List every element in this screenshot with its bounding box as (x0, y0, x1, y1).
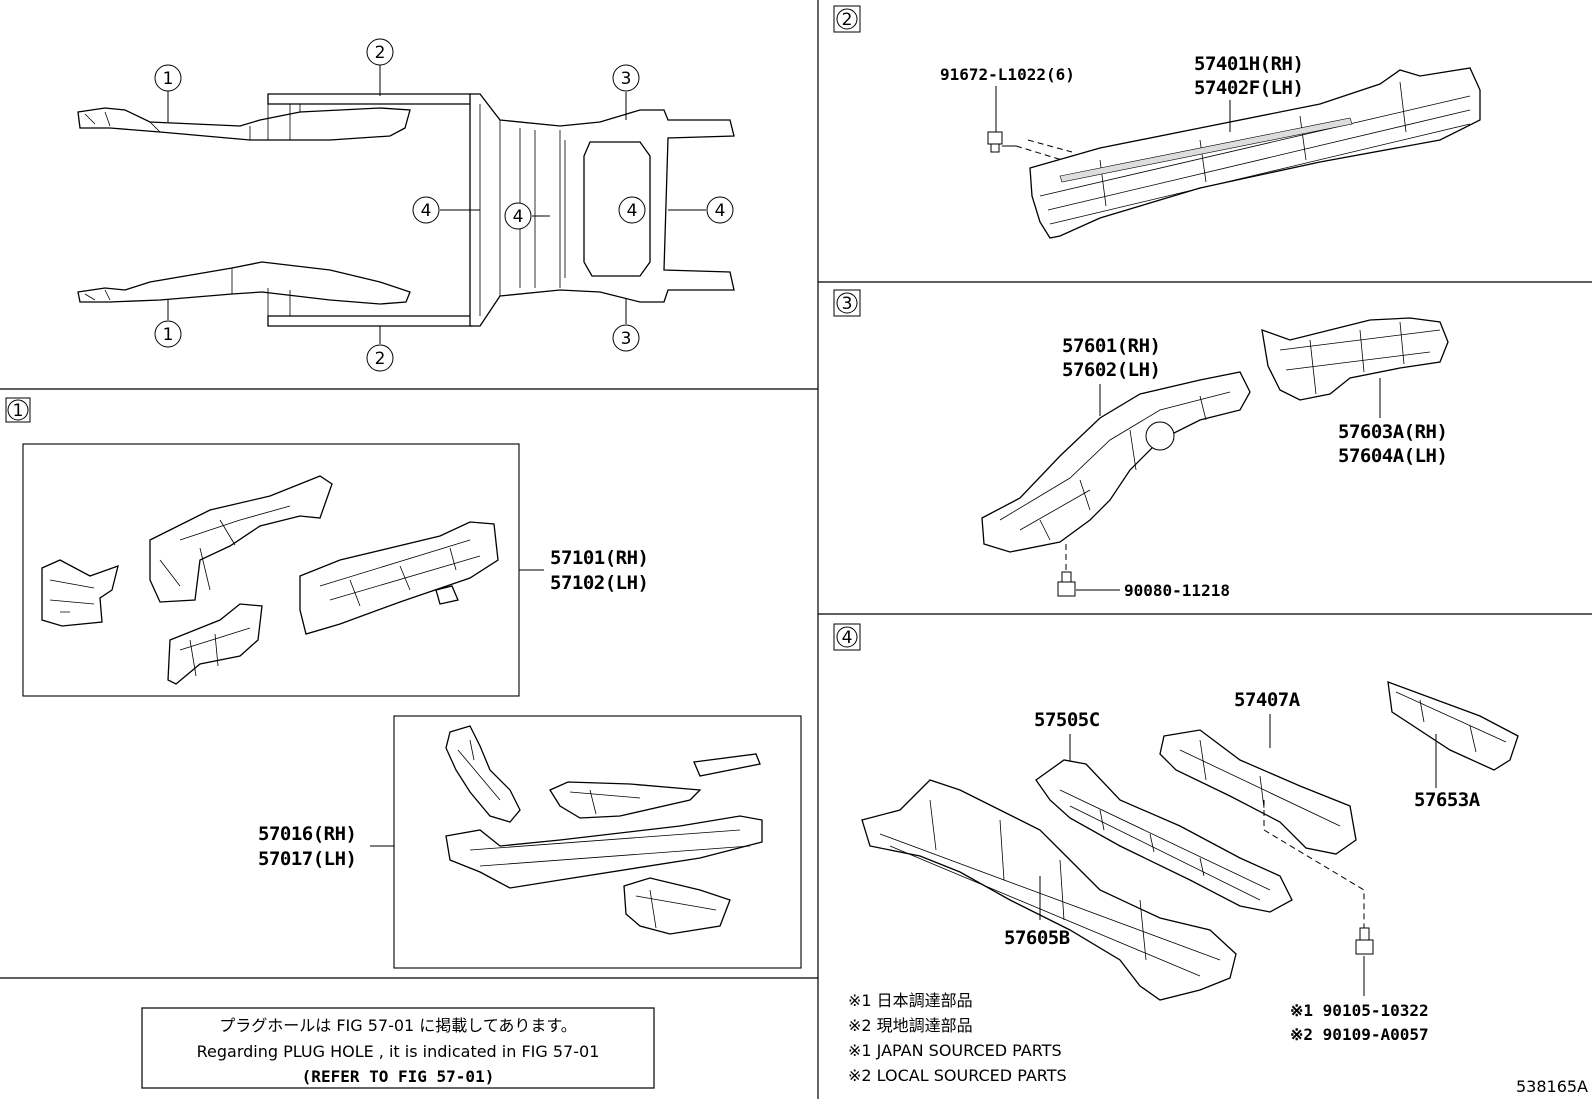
part-57505C-label: 57505C (1034, 709, 1100, 731)
svg-text:2: 2 (375, 43, 386, 63)
callout-3-lower: 3 (612, 324, 640, 352)
callout-4-c: 4 (618, 196, 646, 224)
callout-2-lower: 2 (366, 344, 394, 372)
underbody-overview: 1 1 2 2 3 3 4 4 4 4 (77, 38, 735, 372)
svg-text:4: 4 (715, 201, 726, 221)
callout-3-upper: 3 (612, 64, 640, 92)
legend-line-2: ※2 現地調達部品 (848, 1016, 973, 1035)
notice-line-2: Regarding PLUG HOLE , it is indicated in… (197, 1042, 600, 1061)
part-57602-label: 57602(LH) (1062, 359, 1160, 381)
callout-1-lower: 1 (154, 320, 182, 348)
svg-text:4: 4 (513, 207, 524, 227)
section-3: 3 57601(RH) 57602(LH) 57603A(RH) 57604A(… (833, 289, 1449, 600)
section-2-label: 2 (833, 5, 861, 33)
section-2: 2 91672-L1022(6) 57401H(RH) 57402F(LH) (833, 5, 1481, 239)
svg-text:1: 1 (13, 401, 24, 421)
section-4: 4 57505C 57407A 57653A 57605B ※1 90105-1… (833, 623, 1519, 1085)
part-57604A-label: 57604A(LH) (1338, 445, 1447, 467)
svg-text:1: 1 (163, 69, 174, 89)
section-1-box-b (393, 715, 802, 969)
bolt-icon (1057, 571, 1076, 597)
legend-line-4: ※2 LOCAL SOURCED PARTS (848, 1066, 1067, 1085)
figure-id: 538165A (1516, 1077, 1588, 1096)
section-1: 1 57101(RH) 57102(LH) 57016(RH) 57017(LH… (5, 397, 802, 969)
legend-line-3: ※1 JAPAN SOURCED PARTS (848, 1041, 1062, 1060)
svg-text:3: 3 (621, 69, 632, 89)
bolt-91672-label: 91672-L1022(6) (940, 65, 1075, 84)
callout-2-upper: 2 (366, 38, 394, 66)
legend-line-1: ※1 日本調達部品 (848, 991, 973, 1010)
callout-4-b: 4 (504, 202, 532, 230)
bolt-icon (987, 131, 1016, 153)
bolt-90105-label: ※1 90105-10322 (1290, 1001, 1429, 1020)
part-57601-label: 57601(RH) (1062, 335, 1160, 357)
callout-1-upper: 1 (154, 64, 182, 92)
svg-text:1: 1 (163, 325, 174, 345)
svg-text:4: 4 (842, 628, 853, 648)
part-57402F-label: 57402F(LH) (1194, 77, 1303, 99)
part-57102-label: 57102(LH) (550, 572, 648, 594)
svg-text:4: 4 (421, 201, 432, 221)
svg-text:4: 4 (627, 201, 638, 221)
part-57401H-label: 57401H(RH) (1194, 53, 1303, 75)
plug-hole-notice: プラグホールは FIG 57-01 に掲載してあります。 Regarding P… (141, 1007, 655, 1089)
part-57017-label: 57017(LH) (258, 848, 356, 870)
svg-text:2: 2 (842, 10, 853, 30)
part-57653A-label: 57653A (1414, 789, 1481, 811)
notice-line-1: プラグホールは FIG 57-01 に掲載してあります。 (219, 1016, 577, 1035)
bolt-90080-label: 90080-11218 (1124, 581, 1230, 600)
bolt-icon (1355, 927, 1374, 955)
part-57101-label: 57101(RH) (550, 547, 648, 569)
section-4-label: 4 (833, 623, 861, 651)
callout-4-d: 4 (706, 196, 734, 224)
svg-text:3: 3 (842, 294, 853, 314)
svg-text:3: 3 (621, 329, 632, 349)
part-57407A-label: 57407A (1234, 689, 1301, 711)
part-57605B-label: 57605B (1004, 927, 1070, 949)
svg-text:2: 2 (375, 349, 386, 369)
section-1-label: 1 (5, 397, 31, 423)
notice-line-3: (REFER TO FIG 57-01) (302, 1067, 495, 1086)
part-57016-label: 57016(RH) (258, 823, 356, 845)
callout-4-a: 4 (412, 196, 440, 224)
part-57603A-label: 57603A(RH) (1338, 421, 1447, 443)
section-3-label: 3 (833, 289, 861, 317)
bolt-90109-label: ※2 90109-A0057 (1290, 1025, 1429, 1044)
